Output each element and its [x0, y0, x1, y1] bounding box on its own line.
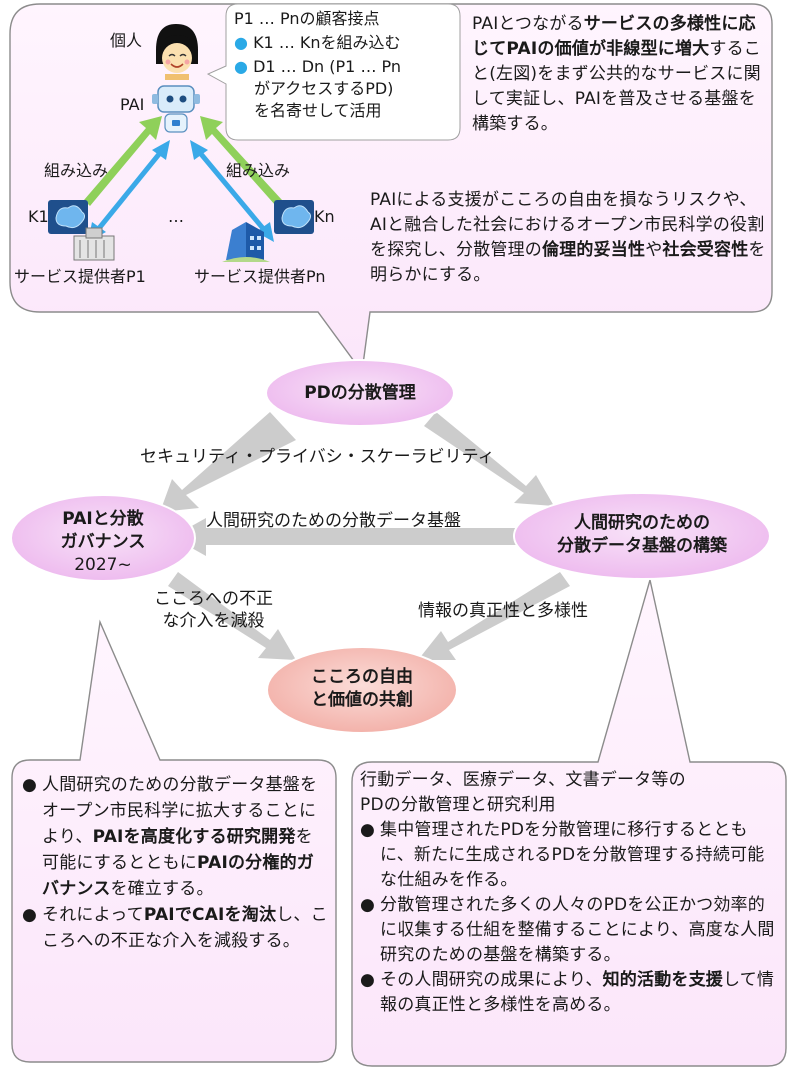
bottom-right-header-2: PDの分散管理と研究利用	[360, 795, 556, 815]
bottom-left-bullet-2: ● それによってPAIでCAIを淘汰し、こころへの不正な介入を減殺する。	[22, 905, 328, 951]
bottom-right-bullet-1: ●集中管理されたPDを分散管理に移行するとともに、新たに生成されるPDを分散管理…	[360, 820, 765, 890]
edge-label-left: こころへの不正 な介入を減殺	[154, 589, 273, 631]
person-icon	[156, 24, 198, 80]
callout-line-1: P1 … Pnの顧客接点	[234, 9, 380, 28]
edge-label-right: 情報の真正性と多様性	[418, 601, 588, 621]
pai-label: PAI	[120, 95, 145, 114]
edge-label-middle: 人間研究のための分散データ基盤	[206, 511, 461, 531]
node-pd-management	[265, 359, 455, 427]
arrow-infra-to-freedom	[418, 572, 570, 660]
arrow-pai-to-freedom	[168, 572, 296, 660]
provider-n-building-icon	[222, 222, 270, 262]
node-freedom-label: こころの自由 と価値の共創	[311, 667, 413, 710]
callout-line-3b: がアクセスするPD)	[254, 79, 394, 98]
flow-arrows	[160, 412, 570, 660]
pd-callout-bubble	[206, 3, 461, 141]
ellipsis-label: …	[168, 207, 184, 226]
k1-brain-icon	[48, 200, 88, 234]
node-freedom-value	[266, 646, 458, 734]
bottom-right-bullet-2: ●分散管理された多くの人々のPDを公正かつ効率的に収集する仕組を整備することによ…	[360, 895, 775, 965]
bottom-right-text: 行動データ、医療データ、文書データ等の PDの分散管理と研究利用 ●集中管理され…	[360, 768, 778, 1018]
pd-callout: P1 … Pnの顧客接点 ● K1 … Knを組み込む ● D1 … Dn (P…	[234, 8, 458, 120]
embed-arrow-left	[84, 116, 162, 206]
bottom-left-text: ● 人間研究のための分散データ基盤をオープン市民科学に拡大することにより、PAI…	[22, 772, 328, 954]
kn-label: Kn	[314, 207, 335, 226]
embed-arrows	[84, 116, 282, 206]
top-speech-bubble	[9, 3, 773, 374]
embed-arrow-right	[200, 116, 282, 206]
kn-brain-icon	[274, 200, 314, 234]
node-data-infrastructure	[513, 492, 771, 580]
person-label: 個人	[110, 31, 143, 50]
node-pd-label: PDの分散管理	[304, 383, 416, 403]
arrow-pd-to-infra	[424, 412, 554, 506]
bottom-right-bullet-3: ● その人間研究の成果により、知的活動を支援して情報の真正性と多様性を高める。	[360, 970, 775, 1015]
top-paragraph-2: PAIによる支援がこころの自由を損なうリスクや、AIと融合した社会におけるオープ…	[370, 190, 766, 285]
top-paragraph-1: PAIとつながるサービスの多様性に応じてPAIの価値が非線型に増大すること(左図…	[472, 14, 761, 134]
embed-label-left: 組み込み	[44, 161, 109, 180]
arrow-pd-to-pai	[160, 412, 296, 512]
pai-robot-icon	[152, 85, 200, 133]
provider-1-building-icon	[73, 227, 115, 261]
bottom-left-bullet-1: ● 人間研究のための分散データ基盤をオープン市民科学に拡大することにより、PAI…	[22, 775, 318, 899]
bottom-right-speech-bubble	[351, 579, 787, 1067]
bottom-left-speech-bubble	[11, 619, 337, 1063]
edge-label-top: セキュリティ・プライバシ・スケーラビリティ	[140, 447, 495, 467]
callout-line-3c: を名寄せして活用	[254, 101, 382, 120]
node-pai-gov-label: PAIと分散 ガバナンス 2027~	[60, 509, 146, 575]
callout-line-3a: D1 … Dn (P1 … Pn	[253, 57, 402, 76]
node-pai-governance	[10, 494, 196, 582]
access-arrows	[94, 146, 268, 234]
provider-n-label: サービス提供者Pn	[194, 267, 326, 286]
embed-label-right: 組み込み	[226, 161, 291, 180]
k1-label: K1	[28, 207, 49, 226]
node-infra-label: 人間研究のための 分散データ基盤の構築	[557, 513, 727, 556]
callout-line-2: K1 … Knを組み込む	[253, 33, 401, 52]
access-arrow-left	[94, 146, 166, 234]
provider-1-label: サービス提供者P1	[14, 267, 146, 286]
access-arrow-right	[194, 146, 268, 234]
bottom-right-header-1: 行動データ、医療データ、文書データ等の	[360, 770, 686, 790]
arrow-infra-to-pai	[172, 518, 518, 556]
